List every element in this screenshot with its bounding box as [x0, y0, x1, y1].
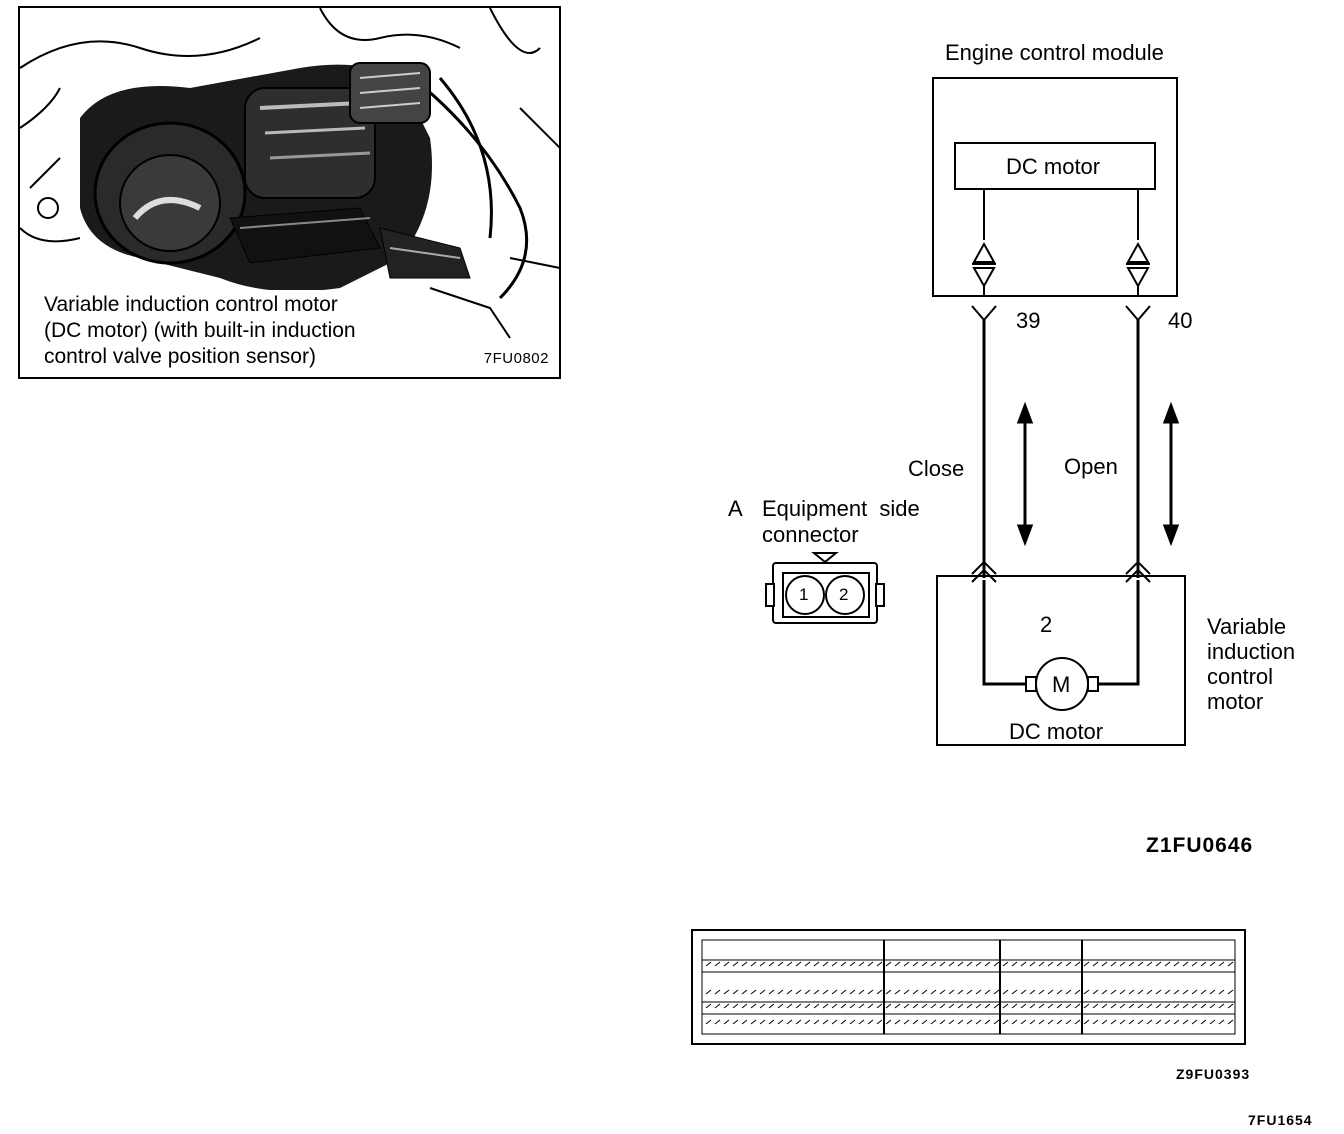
motor-symbol-icon: [1035, 657, 1089, 711]
ecu-connector-icon: [691, 929, 1246, 1045]
motor-name-line4: motor: [1207, 689, 1264, 714]
terminal-40-label: 40: [1168, 308, 1193, 333]
motor-name-line1: Variable: [1207, 614, 1287, 639]
driver-symbol-right: [1126, 189, 1150, 296]
motor-name-line3: control: [1207, 664, 1274, 689]
motor-name-line2: induction: [1207, 639, 1296, 664]
connector-title: Equipment side connector: [762, 496, 920, 548]
connector-title-line2: connector: [762, 522, 859, 547]
motor-name: Variable induction control motor: [1207, 614, 1295, 714]
connector-letter: A: [728, 496, 743, 521]
motor-terminal-marks: [971, 560, 1151, 583]
motor-box-label: DC motor: [1009, 719, 1104, 744]
connector-pin-1: 1: [799, 585, 809, 604]
close-label: Close: [908, 456, 965, 481]
ecm-dc-motor-box: [954, 142, 1156, 190]
arrow-open-icon: [1162, 401, 1180, 547]
ecu-connector-code: Z9FU0393: [1176, 1066, 1251, 1082]
driver-symbol-left: [972, 189, 996, 296]
motor-photo-illustration: [20, 8, 559, 339]
motor-box: [936, 575, 1186, 746]
motor-symbol-label: M: [1052, 672, 1071, 697]
ecm-dc-motor-label: DC motor: [1006, 154, 1101, 179]
photo-caption: Variable induction control motor (DC mot…: [40, 290, 360, 372]
photo-caption-line3: control valve position sensor): [44, 345, 316, 368]
connector-title-line1: Equipment side: [762, 496, 920, 521]
open-label: Open: [1064, 454, 1118, 479]
motor-pin-label: 2: [1040, 612, 1053, 637]
ecm-box: [932, 77, 1178, 297]
ecm-terminal-marks: [971, 305, 1151, 322]
diagram-code: Z1FU0646: [1146, 834, 1254, 857]
ecm-title: Engine control module: [945, 40, 1164, 65]
motor-body: [80, 62, 471, 292]
photo-code: 7FU0802: [483, 350, 549, 367]
photo-caption-line1: Variable induction control motor: [44, 293, 338, 316]
equipment-connector-icon: [765, 552, 885, 624]
connector-pin-2: 2: [839, 585, 849, 604]
terminal-39-label: 39: [1016, 308, 1041, 333]
bolt-icon: [37, 197, 59, 219]
photo-caption-line2: (DC motor) (with built-in induction: [44, 319, 356, 342]
page-code: 7FU1654: [1248, 1112, 1313, 1128]
arrow-close-icon: [1016, 401, 1034, 547]
motor-photo-panel: Variable induction control motor (DC mot…: [18, 6, 561, 379]
